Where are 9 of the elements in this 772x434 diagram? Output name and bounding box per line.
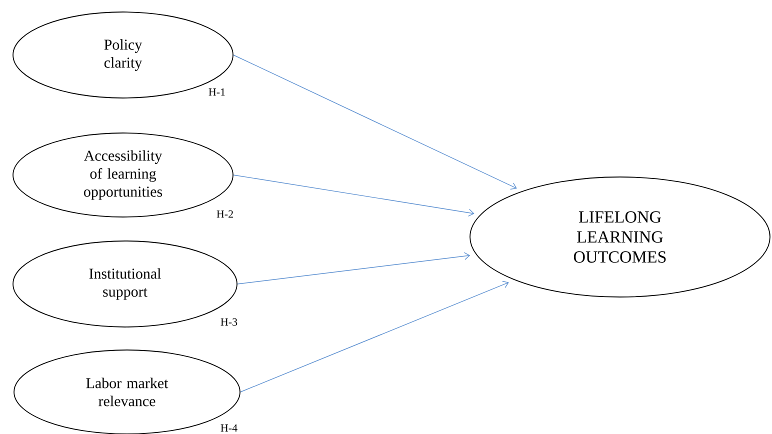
hypothesis-label: H-4 xyxy=(220,424,238,432)
ellipse-node: LIFELONG LEARNING OUTCOMES xyxy=(470,176,770,298)
arrow xyxy=(233,174,474,217)
hypothesis-label: H-1 xyxy=(208,88,225,96)
hypothesis-label: H-3 xyxy=(220,318,238,326)
arrow xyxy=(240,280,509,392)
arrow xyxy=(233,54,517,190)
hypothesis-label: H-2 xyxy=(216,210,233,218)
arrow xyxy=(237,252,470,284)
